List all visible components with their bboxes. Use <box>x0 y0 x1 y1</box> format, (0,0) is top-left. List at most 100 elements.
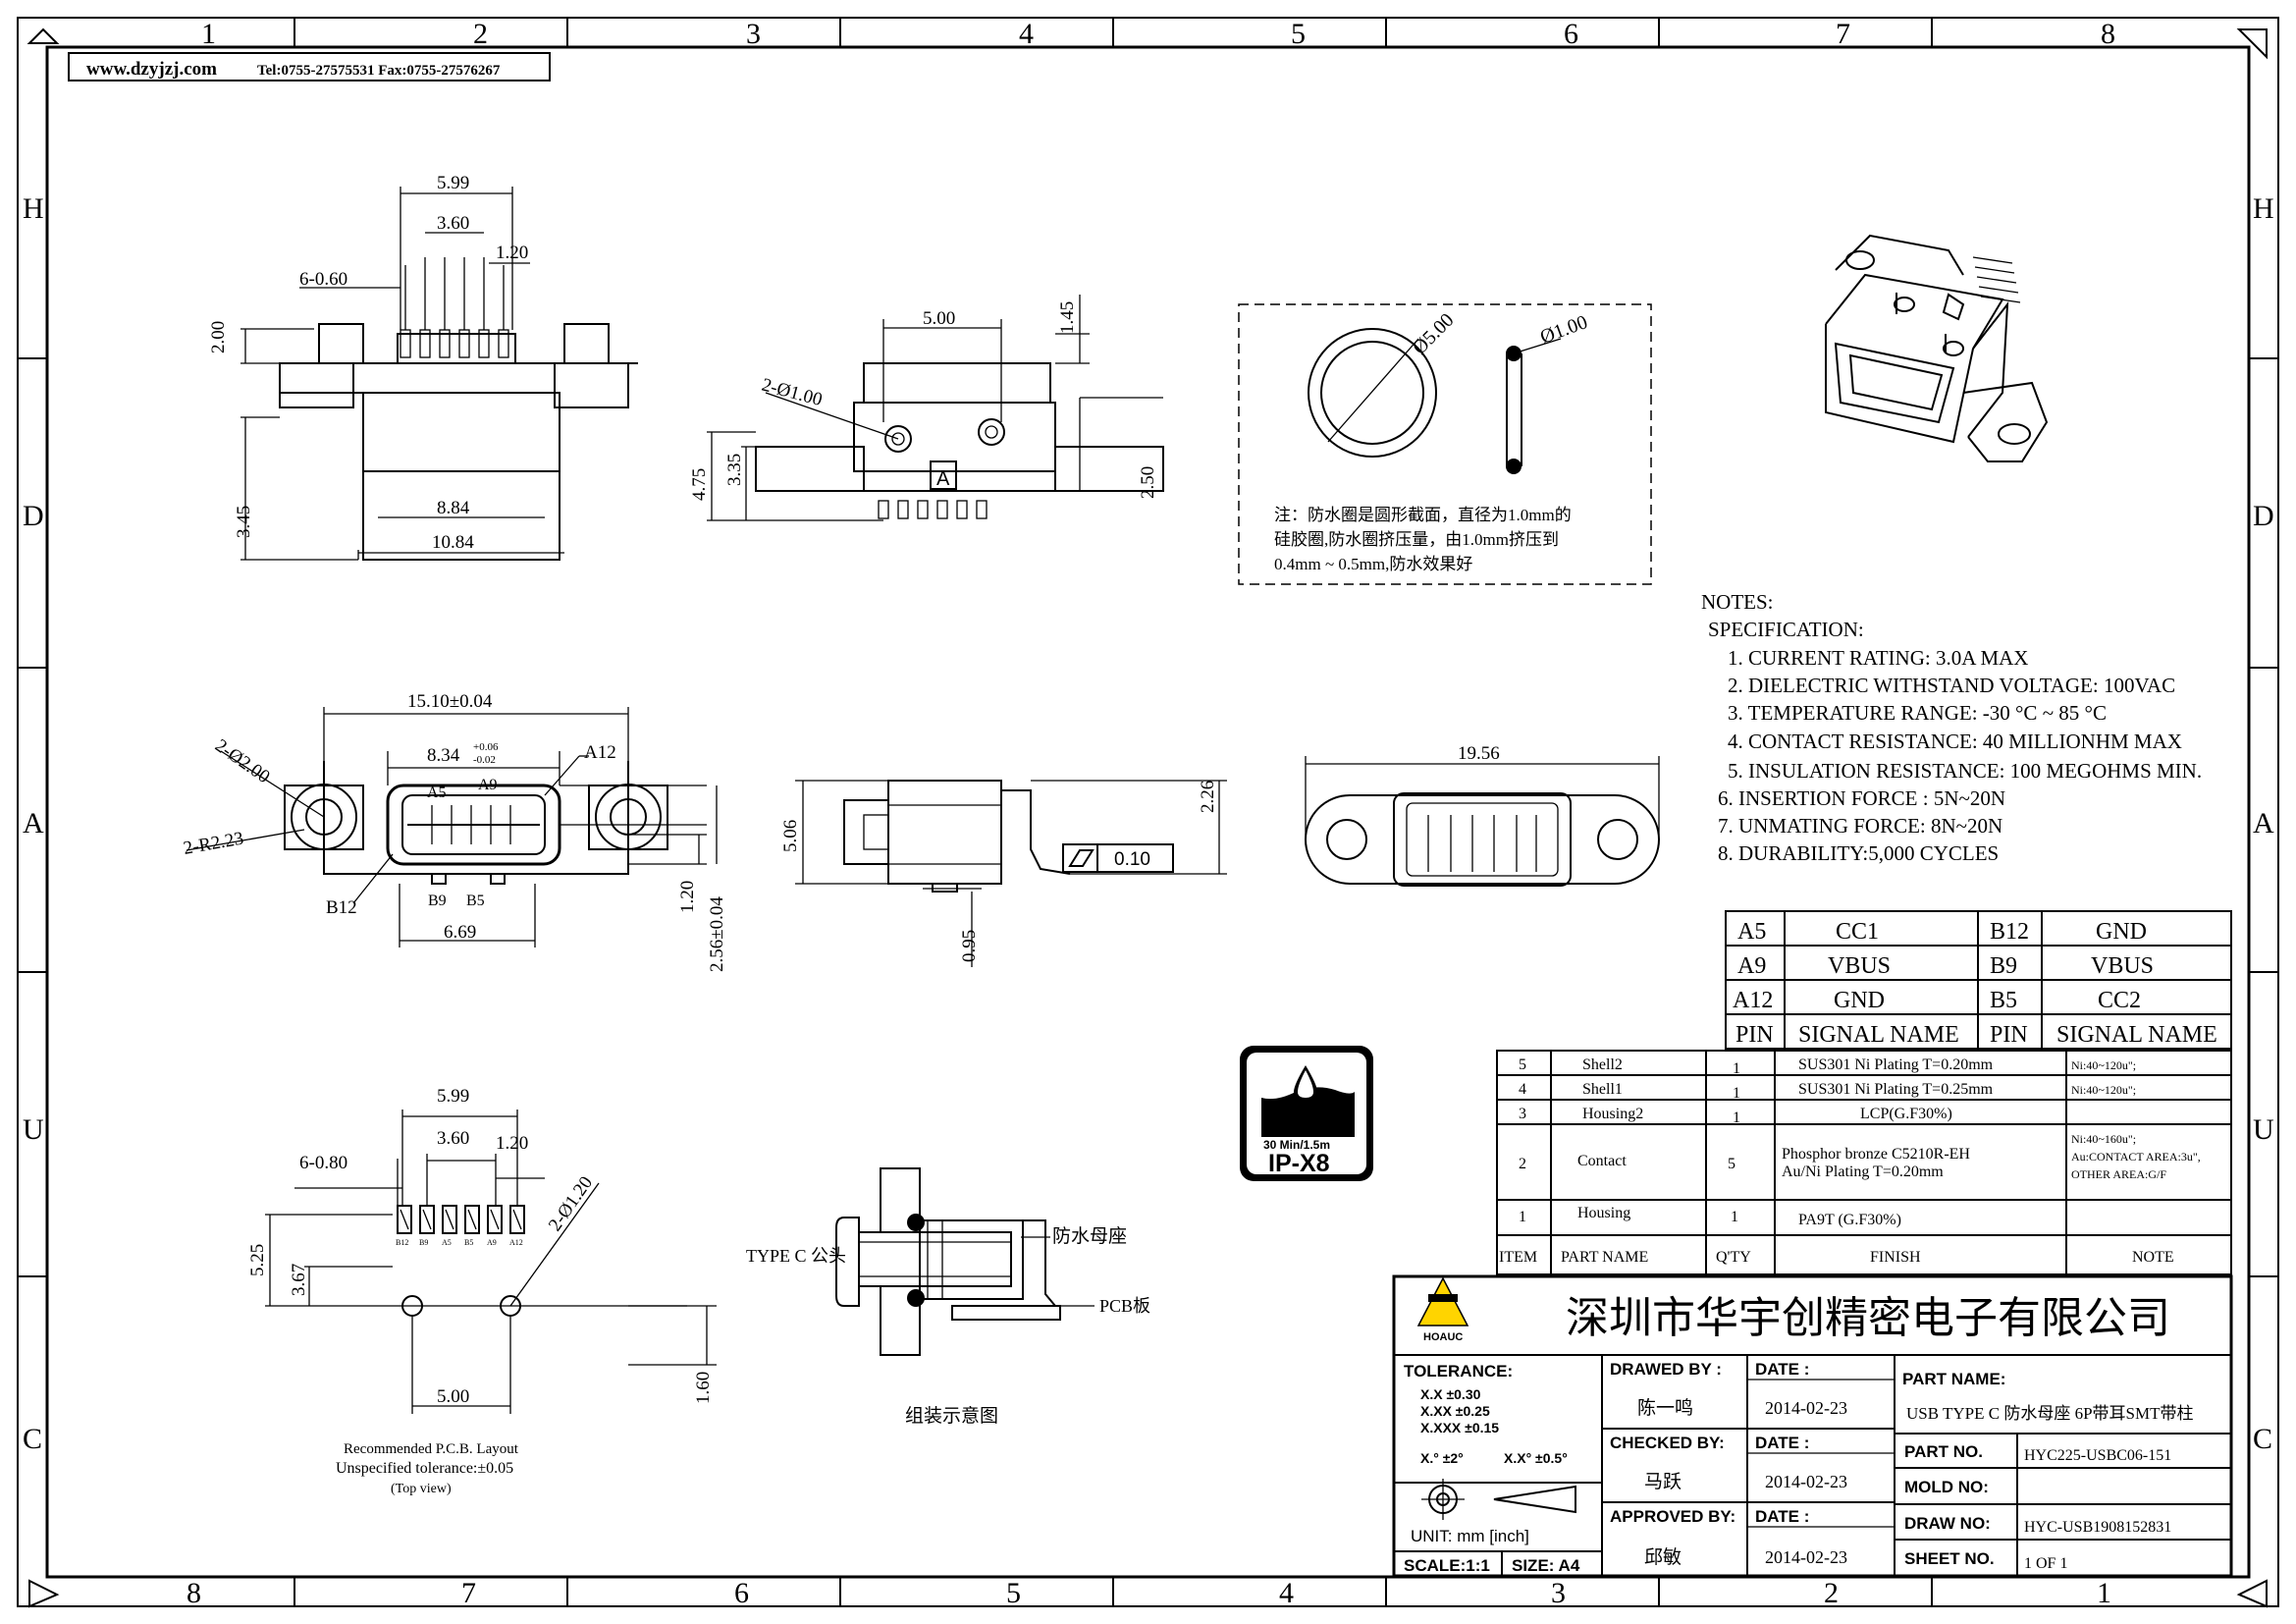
side-view: A 5.00 1.45 2-Ø1.00 4.75 3.35 2.50 <box>689 295 1164 521</box>
approved-date: 2014-02-23 <box>1765 1547 1847 1567</box>
zone-right-h: H <box>2253 192 2274 225</box>
profile-flatness: 0.10 <box>1114 849 1150 870</box>
bom-1-item: 1 <box>1519 1209 1526 1225</box>
bom-5-note: Ni:40~120u"; <box>2071 1058 2136 1072</box>
ip-badge-line1: 30 Min/1.5m <box>1263 1138 1330 1152</box>
bom-4-finish: SUS301 Ni Plating T=0.25mm <box>1798 1081 1994 1098</box>
front-dim-6-69: 6.69 <box>444 922 476 943</box>
checked-date: 2014-02-23 <box>1765 1472 1847 1491</box>
part-no-value: HYC225-USBC06-151 <box>2024 1447 2171 1464</box>
pcb-caption-1: Recommended P.C.B. Layout <box>344 1441 519 1457</box>
bom-5-name: Shell2 <box>1582 1056 1623 1073</box>
header-strip: www.dzyjzj.com Tel:0755-27575531 Fax:075… <box>68 52 551 81</box>
sheet-frame <box>17 17 2279 1608</box>
pcb-dim-5-99: 5.99 <box>437 1086 469 1107</box>
pin-table <box>1725 910 2232 1050</box>
checked-by-label: CHECKED BY: <box>1610 1434 1725 1452</box>
assembly-plug-label: TYPE C 公头 <box>746 1246 846 1266</box>
bom-2-note-3: OTHER AREA:G/F <box>2071 1167 2166 1181</box>
bom-header-finish: FINISH <box>1870 1249 1921 1266</box>
pin-r2-c2: VBUS <box>1828 953 1891 979</box>
assembly-caption: 组装示意图 <box>905 1405 998 1427</box>
front-dim-1-20: 1.20 <box>677 881 698 913</box>
front-label-b5: B5 <box>466 893 485 909</box>
zone-right-u: U <box>2253 1113 2274 1146</box>
assembly-diagram: TYPE C 公头 防水母座 PCB板 组装示意图 <box>746 1167 1150 1427</box>
side-dim-3-35: 3.35 <box>724 454 745 486</box>
pcb-caption-3: (Top view) <box>391 1482 452 1496</box>
top-dim-3-60: 3.60 <box>437 213 469 234</box>
front-label-b12: B12 <box>326 897 357 918</box>
zone-left-c: C <box>23 1423 42 1455</box>
side-label-a: A <box>936 468 950 490</box>
bom-3-name: Housing2 <box>1582 1106 1643 1122</box>
ip-badge: 30 Min/1.5m IP-X8 <box>1240 1046 1373 1181</box>
zone-right-d: D <box>2253 500 2274 532</box>
bom-1-finish: PA9T (G.F30%) <box>1798 1212 1901 1228</box>
drawn-by-label: DRAWED BY : <box>1610 1360 1722 1379</box>
bom-1-qty: 1 <box>1731 1209 1738 1225</box>
zone-top-6: 6 <box>1564 18 1578 50</box>
seal-note-line-2: 硅胶圈,防水圈挤压量，由1.0mm挤压到 <box>1274 530 1559 549</box>
bom-1-name: Housing <box>1577 1205 1630 1221</box>
header-contact: Tel:0755-27575531 Fax:0755-27576267 <box>257 63 501 79</box>
bom-5-qty: 1 <box>1733 1060 1740 1077</box>
pin-r1-c4: GND <box>2096 919 2147 945</box>
pcb-pin-a5: A5 <box>442 1238 452 1247</box>
zone-right-a: A <box>2253 807 2274 839</box>
tolerance-angle-1: X.° ±2° <box>1420 1450 1464 1466</box>
pcb-caption-2: Unspecified tolerance:±0.05 <box>336 1460 513 1477</box>
top-dim-1-20: 1.20 <box>496 243 528 263</box>
sheet-no-value: 1 OF 1 <box>2024 1555 2067 1572</box>
zone-top-4: 4 <box>1019 18 1034 50</box>
bom-header-qty: Q'TY <box>1716 1249 1751 1266</box>
zone-bottom-8: 8 <box>187 1577 201 1609</box>
checked-by-name: 马跃 <box>1644 1471 1682 1492</box>
spec-item-7: 7. UNMATING FORCE: 8N~20N <box>1718 814 2002 838</box>
zone-left-h: H <box>23 192 44 225</box>
date-label-1: DATE : <box>1755 1360 1809 1379</box>
isometric-view <box>1825 234 2049 462</box>
side-dim-1-45: 1.45 <box>1057 301 1078 334</box>
pcb-dim-1-60: 1.60 <box>693 1372 714 1404</box>
spec-item-2: 2. DIELECTRIC WITHSTAND VOLTAGE: 100VAC <box>1728 674 2175 697</box>
spec-item-4: 4. CONTACT RESISTANCE: 40 MILLIONHM MAX <box>1728 730 2182 753</box>
zone-top-3: 3 <box>746 18 761 50</box>
pcb-dim-3-67: 3.67 <box>289 1264 309 1296</box>
pcb-pin-b12: B12 <box>396 1238 408 1247</box>
pin-header-pin-b: PIN <box>1990 1022 2028 1048</box>
ip-badge-line2: IP-X8 <box>1268 1150 1330 1177</box>
pcb-dim-6-0-80: 6-0.80 <box>299 1153 347 1173</box>
front-label-a12: A12 <box>584 742 616 763</box>
front-tol-up: +0.06 <box>473 741 499 753</box>
notes-title: NOTES: <box>1701 590 1774 614</box>
pin-header-signal-b: SIGNAL NAME <box>2056 1022 2217 1048</box>
bom-4-name: Shell1 <box>1582 1081 1623 1098</box>
spec-item-5: 5. INSULATION RESISTANCE: 100 MEGOHMS MI… <box>1728 759 2202 783</box>
draw-no-label: DRAW NO: <box>1904 1514 1991 1533</box>
pcb-pin-b9: B9 <box>419 1238 428 1247</box>
bom-5-finish: SUS301 Ni Plating T=0.20mm <box>1798 1056 1994 1073</box>
zone-top-8: 8 <box>2101 18 2115 50</box>
bom-2-qty: 5 <box>1728 1156 1735 1172</box>
front-dim-2-56: 2.56±0.04 <box>707 896 727 972</box>
pcb-pin-a9: A9 <box>487 1238 497 1247</box>
bom-2-note: Ni:40~160u"; <box>2071 1132 2136 1146</box>
zone-top-2: 2 <box>473 18 488 50</box>
part-name-value: USB TYPE C 防水母座 6P带耳SMT带柱 <box>1906 1404 2194 1423</box>
bottom-view: 19.56 <box>1305 743 1660 887</box>
zone-bottom-5: 5 <box>1006 1577 1021 1609</box>
pcb-dim-2-d1-20: 2-Ø1.20 <box>545 1172 597 1234</box>
zone-bottom-7: 7 <box>461 1577 476 1609</box>
assembly-socket-label: 防水母座 <box>1052 1225 1127 1247</box>
zone-left-d: D <box>23 500 44 532</box>
profile-dim-2-26: 2.26 <box>1198 781 1218 813</box>
tolerance-x-x: X.X ±0.30 <box>1420 1386 1481 1402</box>
bom-header-name: PART NAME <box>1561 1249 1648 1266</box>
title-block: HOAUC <box>1392 1274 2233 1578</box>
zone-left-a: A <box>23 807 44 839</box>
pin-r3-c4: CC2 <box>2098 988 2141 1013</box>
top-dim-6-0-60: 6-0.60 <box>299 269 347 290</box>
front-dim-8-34: 8.34 <box>427 745 460 766</box>
notes-subtitle: SPECIFICATION: <box>1708 618 1864 641</box>
